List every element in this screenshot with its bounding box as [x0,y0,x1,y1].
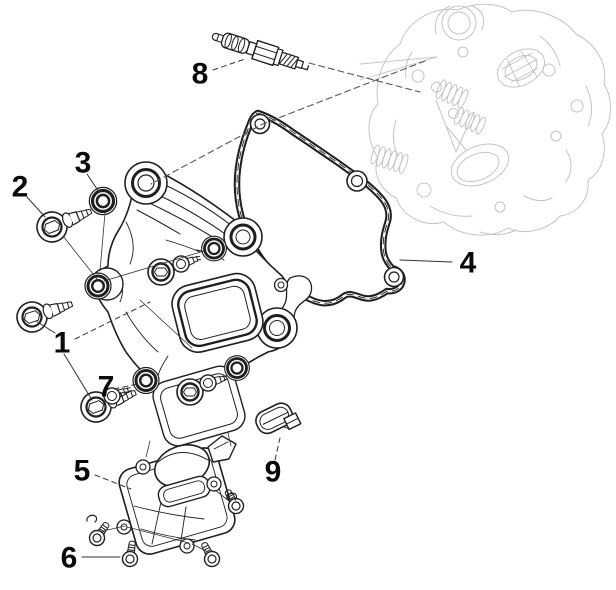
callout-6-label: 6 [61,542,78,575]
seal-grommet-3 [87,185,119,217]
callout-2-leader [26,196,46,218]
seal-grommet [83,271,113,301]
callout-4-leader [399,259,453,263]
callout-9-leader [274,437,281,461]
assembly-link [62,235,98,280]
callout-9-label: 9 [265,456,282,489]
seal-grommet [223,354,251,382]
callout-1-leader [35,320,56,334]
valve-spring [430,79,469,109]
callout-4: 4 [399,247,477,280]
alignment-axis [308,62,421,93]
seal-grommet [200,234,228,263]
valve-spring [370,144,409,174]
assembly-link-lines [62,212,232,552]
spark-plug [211,32,310,71]
air-box-gasket [152,365,246,447]
intake-port [497,48,545,88]
cylinder-head [359,3,611,236]
screw [85,518,115,550]
callout-3-leader [86,173,100,193]
callout-7-leader [113,382,143,390]
callout-5-leader [94,474,132,490]
assembly-link [145,440,151,458]
callout-1: 1 [35,301,151,401]
callout-1-label: 1 [54,327,71,360]
assembly-link [102,525,126,532]
callout-3-label: 3 [75,147,92,180]
alignment-axis-lines [150,60,426,185]
spring-washer [226,492,238,501]
assembly-link [227,432,232,447]
screw [196,538,223,570]
callout-8: 8 [192,58,246,91]
installed-cover-bolt [175,377,205,407]
callout-8-leader [212,58,246,71]
seal-grommet [131,366,161,395]
assembly-link [99,212,106,272]
callout-1-leader [74,301,151,340]
assembly-link [191,543,207,552]
cam-bore [441,5,477,41]
cover-opening [171,272,264,353]
callout-2: 2 [12,171,46,218]
air-box-spout [207,435,237,463]
installed-cover-bolt [146,257,176,287]
assembly-link [214,489,230,502]
callout-5-label: 5 [74,455,91,488]
air-box-ear-hole [116,459,222,554]
assembly-link [139,299,193,349]
callout-3: 3 [75,147,100,193]
callout-9: 9 [265,437,282,489]
assembly-link [103,250,205,282]
air-box-cover [116,435,237,555]
callout-6: 6 [61,542,121,575]
callouts: 1 2 3 4 5 6 7 8 9 [12,58,477,575]
callout-7: 7 [98,371,143,404]
spring-washer [86,514,98,523]
valve-cover [83,161,313,447]
callout-8-label: 8 [192,58,209,91]
callout-2-label: 2 [12,171,29,204]
alignment-axis [150,60,426,185]
callout-7-label: 7 [98,371,115,404]
assembly-link [126,526,190,544]
callout-5: 5 [74,455,132,490]
flange-bolt-2 [31,196,98,248]
clamp-cap [255,402,302,435]
callout-1-leader [63,353,93,401]
callout-4-label: 4 [460,247,477,280]
